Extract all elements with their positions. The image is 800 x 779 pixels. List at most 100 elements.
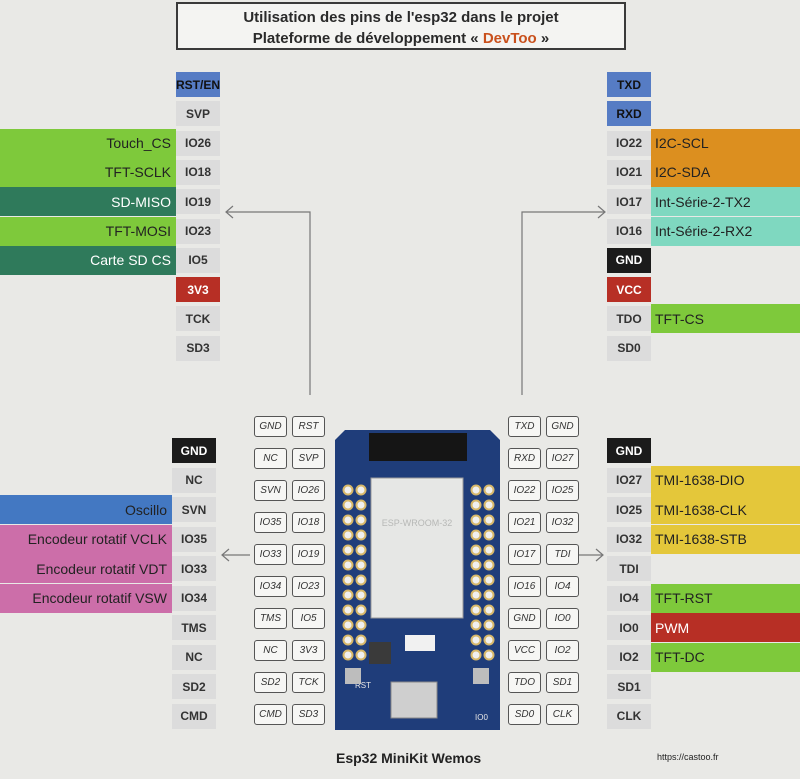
board-pin-io27: IO27 bbox=[546, 448, 579, 469]
board-pin-rst: RST bbox=[292, 416, 325, 437]
label-carte-sd-cs: Carte SD CS bbox=[0, 245, 176, 275]
header-pad bbox=[355, 499, 367, 511]
header-pad bbox=[483, 634, 495, 646]
label-encodeur-rotatif-vclk: Encodeur rotatif VCLK bbox=[0, 524, 172, 554]
header-pad bbox=[342, 649, 354, 661]
header-pad bbox=[342, 589, 354, 601]
header-pad bbox=[342, 544, 354, 556]
arrow-top-left bbox=[226, 211, 311, 395]
diagram-title: Utilisation des pins de l'esp32 dans le … bbox=[176, 2, 626, 50]
header-pad bbox=[470, 619, 482, 631]
header-pad bbox=[355, 544, 367, 556]
board-pin-rxd: RXD bbox=[508, 448, 541, 469]
title-line-2: Plateforme de développement « DevToo » bbox=[252, 30, 550, 47]
board-pin-nc: NC bbox=[254, 640, 287, 661]
pin-io4: IO4 bbox=[607, 585, 651, 611]
header-pad bbox=[470, 499, 482, 511]
header-pad bbox=[470, 604, 482, 616]
label-tft-cs: TFT-CS bbox=[651, 304, 800, 334]
pin-sd3: SD3 bbox=[176, 335, 220, 361]
board-pin-io33: IO33 bbox=[254, 544, 287, 565]
board-pin-io0: IO0 bbox=[546, 608, 579, 629]
header-pad bbox=[355, 649, 367, 661]
pin-io21: IO21 bbox=[607, 159, 651, 185]
pin-sd0: SD0 bbox=[607, 335, 651, 361]
board-pin-sd2: SD2 bbox=[254, 672, 287, 693]
label-encodeur-rotatif-vdt: Encodeur rotatif VDT bbox=[0, 554, 172, 583]
pin-svn: SVN bbox=[172, 497, 216, 522]
label-i2c-sda: I2C-SDA bbox=[651, 157, 800, 187]
board-pin-gnd: GND bbox=[546, 416, 579, 437]
header-pad bbox=[483, 589, 495, 601]
pin-io35: IO35 bbox=[172, 526, 216, 552]
pin-tck: TCK bbox=[176, 306, 220, 332]
board-pin-io4: IO4 bbox=[546, 576, 579, 597]
board-pin-cmd: CMD bbox=[254, 704, 287, 725]
header-pad bbox=[470, 649, 482, 661]
label-tmi-1638-clk: TMI-1638-CLK bbox=[651, 495, 800, 524]
pin-io25: IO25 bbox=[607, 497, 651, 522]
pin-gnd: GND bbox=[607, 438, 651, 463]
board-pin-tck: TCK bbox=[292, 672, 325, 693]
header-pad bbox=[355, 589, 367, 601]
label-int-s-rie-2-tx2: Int-Série-2-TX2 bbox=[651, 187, 800, 217]
rst-button-label: RST bbox=[355, 681, 371, 690]
label-encodeur-rotatif-vsw: Encodeur rotatif VSW bbox=[0, 583, 172, 613]
header-pad bbox=[483, 484, 495, 496]
pin-tdo: TDO bbox=[607, 306, 651, 332]
header-pad bbox=[470, 484, 482, 496]
header-pad bbox=[470, 559, 482, 571]
header-pad bbox=[483, 559, 495, 571]
header-pad bbox=[483, 514, 495, 526]
pin-io23: IO23 bbox=[176, 218, 220, 244]
pin-io0: IO0 bbox=[607, 615, 651, 640]
pin-io22: IO22 bbox=[607, 130, 651, 156]
arrow-head-top-right bbox=[597, 205, 606, 219]
header-pad bbox=[342, 574, 354, 586]
pin-gnd: GND bbox=[172, 438, 216, 463]
pin-io5: IO5 bbox=[176, 247, 220, 273]
board-pin-io16: IO16 bbox=[508, 576, 541, 597]
header-pad bbox=[483, 529, 495, 541]
header-pad bbox=[355, 514, 367, 526]
board-pin-tdi: TDI bbox=[546, 544, 579, 565]
board-pin-io21: IO21 bbox=[508, 512, 541, 533]
label-tmi-1638-stb: TMI-1638-STB bbox=[651, 524, 800, 554]
pin-io26: IO26 bbox=[176, 130, 220, 156]
board-pin-txd: TXD bbox=[508, 416, 541, 437]
arrow-head-bottom-right bbox=[595, 548, 604, 562]
arrow-top-right bbox=[521, 211, 605, 395]
label-i2c-scl: I2C-SCL bbox=[651, 128, 800, 158]
board-caption: Esp32 MiniKit Wemos bbox=[336, 750, 482, 766]
board-pin-io32: IO32 bbox=[546, 512, 579, 533]
source-url: https://castoo.fr bbox=[657, 752, 719, 762]
header-pad bbox=[342, 529, 354, 541]
label-tft-dc: TFT-DC bbox=[651, 642, 800, 672]
title-line-1: Utilisation des pins de l'esp32 dans le … bbox=[243, 9, 559, 26]
arrow-head-bottom-left bbox=[221, 548, 230, 562]
pin-vcc: VCC bbox=[607, 277, 651, 303]
board-pin-sd3: SD3 bbox=[292, 704, 325, 725]
label-tft-sclk: TFT-SCLK bbox=[0, 157, 176, 187]
header-pad bbox=[470, 589, 482, 601]
pin-txd: TXD bbox=[607, 72, 651, 97]
board-pin-io26: IO26 bbox=[292, 480, 325, 501]
board-pin-sd1: SD1 bbox=[546, 672, 579, 693]
header-pad bbox=[355, 604, 367, 616]
label-oscillo: Oscillo bbox=[0, 495, 172, 524]
board-pin-io17: IO17 bbox=[508, 544, 541, 565]
pin-io2: IO2 bbox=[607, 644, 651, 670]
header-pad bbox=[470, 544, 482, 556]
pin-gnd: GND bbox=[607, 247, 651, 273]
header-pad bbox=[342, 484, 354, 496]
label-tft-mosi: TFT-MOSI bbox=[0, 216, 176, 246]
board-pin-io2: IO2 bbox=[546, 640, 579, 661]
header-pad bbox=[355, 574, 367, 586]
header-pad bbox=[342, 499, 354, 511]
header-pad bbox=[483, 649, 495, 661]
header-pad bbox=[483, 604, 495, 616]
pin-cmd: CMD bbox=[172, 703, 216, 729]
module-label: ESP-WROOM-32 bbox=[382, 518, 453, 528]
pin-sd1: SD1 bbox=[607, 674, 651, 699]
